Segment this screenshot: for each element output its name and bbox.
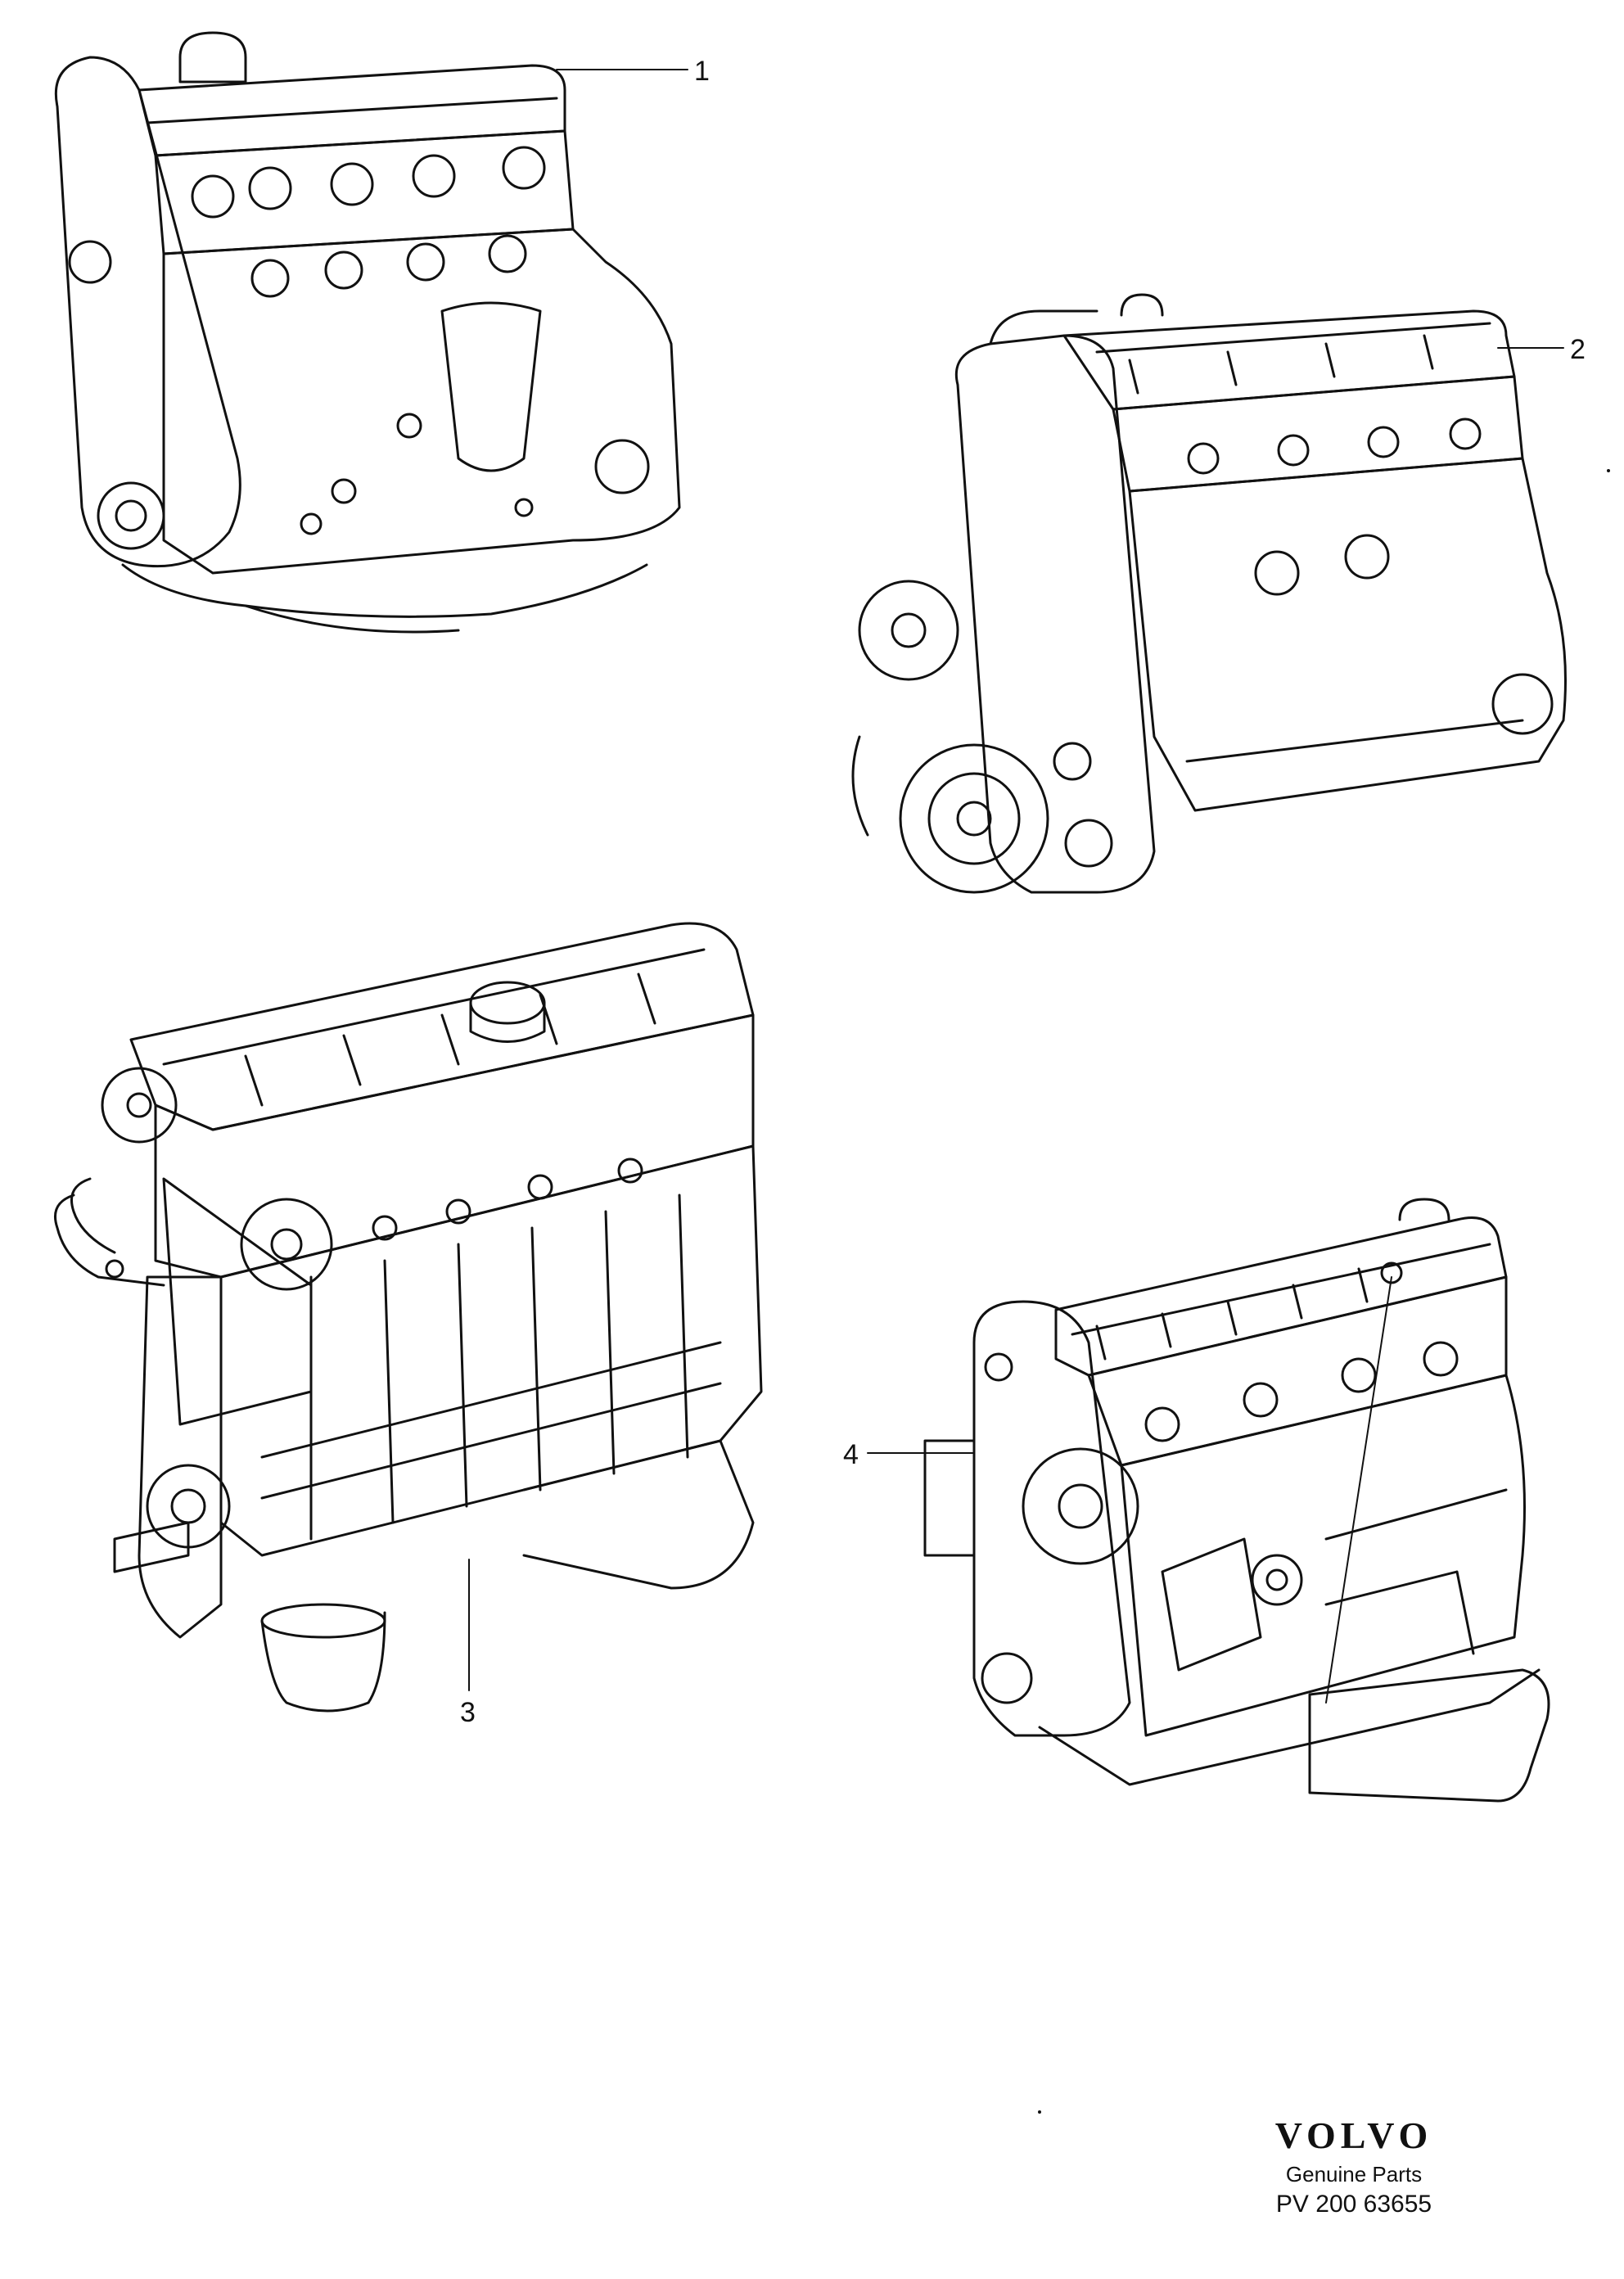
callout-label-4: 4 bbox=[843, 1439, 859, 1470]
diagram-code: PV 200 63655 bbox=[1275, 2191, 1432, 2218]
brand-subtitle: Genuine Parts bbox=[1285, 2162, 1423, 2186]
callout-label-2: 2 bbox=[1570, 334, 1586, 365]
callout-label-1: 1 bbox=[694, 56, 710, 87]
callout-label-3: 3 bbox=[460, 1697, 476, 1728]
engine-3-illustration bbox=[54, 922, 763, 1713]
brand-block: VOLVO Genuine Parts PV 200 63655 bbox=[1231, 2114, 1477, 2218]
engine-4-illustration bbox=[923, 1198, 1550, 1803]
volvo-logo: VOLVO bbox=[1274, 2114, 1433, 2156]
engine-1-illustration bbox=[54, 31, 681, 634]
engine-2-illustration bbox=[851, 293, 1567, 894]
